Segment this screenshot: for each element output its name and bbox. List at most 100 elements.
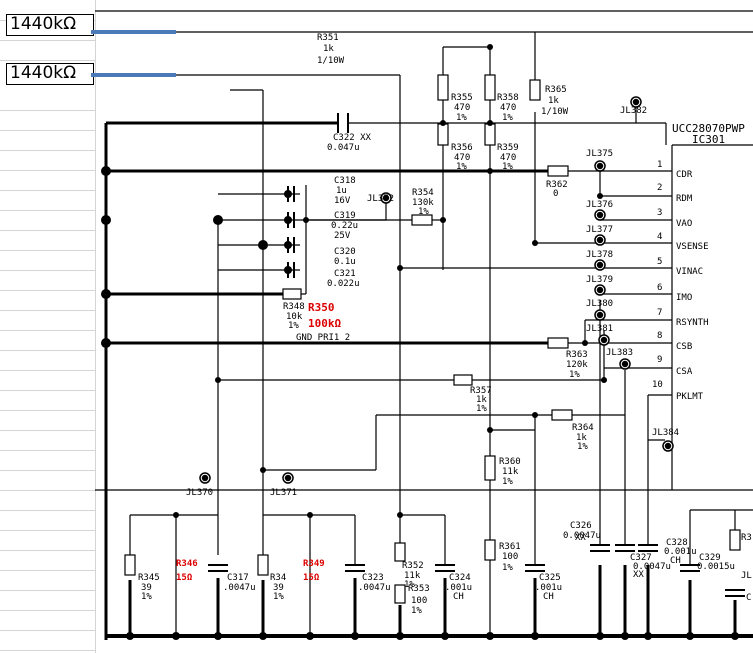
component-label: R365: [545, 85, 567, 95]
component-label: XX: [575, 533, 586, 543]
ic-pin-number: 6: [657, 283, 662, 293]
component-label: C323: [362, 573, 384, 583]
resistor-r360: [484, 455, 496, 481]
grid-line: [0, 630, 95, 631]
capacitor-plates: [208, 113, 745, 597]
component-label: 0.0047u: [633, 562, 671, 572]
component-label: 1%: [502, 162, 513, 172]
annotation-label: 100kΩ: [308, 317, 341, 330]
jumper-label: JL378: [586, 250, 613, 260]
grid-line: [0, 490, 95, 491]
component-label: C322 XX: [333, 133, 372, 143]
grid-line: [0, 190, 95, 191]
component-label: 1k: [476, 395, 487, 405]
component-label: 11k: [404, 571, 421, 581]
component-label: R361: [499, 542, 521, 552]
component-label: CH: [543, 592, 554, 602]
ic-pin-number: 1: [657, 160, 662, 170]
component-label: R354: [412, 188, 434, 198]
component-label: 1%: [502, 563, 513, 573]
component-label: 470: [500, 153, 516, 163]
component-label: 1%: [502, 113, 513, 123]
component-label: .0047u: [223, 583, 256, 593]
component-label: 1%: [577, 442, 588, 452]
component-label: 1k: [576, 433, 587, 443]
grid-line: [0, 510, 95, 511]
junction-dots: [101, 44, 739, 640]
ic-ref-label: IC301: [692, 133, 725, 146]
ic-pin-number: 4: [657, 232, 662, 242]
jumper-label: JL371: [270, 488, 297, 498]
component-label: R363: [566, 350, 588, 360]
jumper-test-points: [199, 96, 674, 484]
component-label: C327: [630, 553, 652, 563]
annotation-label: R346: [176, 559, 198, 569]
component-label: R359: [497, 143, 519, 153]
red-annotations: R350 100kΩ R346 15Ω R349 15Ω: [176, 301, 341, 583]
grid-line: [0, 570, 95, 571]
ic-pin-number: 9: [657, 355, 662, 365]
ic-part-label: UCC28070PWP: [672, 122, 745, 135]
ic-pin-number: 5: [657, 257, 662, 267]
component-label: R355: [451, 93, 473, 103]
component-label: 1%: [418, 207, 429, 217]
component-label: 1%: [141, 592, 152, 602]
grid-line: [95, 0, 96, 653]
component-label: 100: [411, 596, 427, 606]
component-label: 1%: [502, 477, 513, 487]
resistor-r356: [437, 123, 449, 146]
spreadsheet-cell-label[interactable]: 1440kΩ: [6, 14, 94, 36]
component-label: R356: [451, 143, 473, 153]
component-label: 0.1u: [334, 257, 356, 267]
component-label: 100: [502, 552, 518, 562]
grid-line: [0, 410, 95, 411]
component-label: XX: [633, 570, 644, 580]
resistor-r365: [529, 79, 541, 101]
grid-line: [0, 60, 95, 61]
component-label: C324: [449, 573, 471, 583]
component-label: R348: [283, 302, 305, 312]
jumper-label: JL377: [586, 225, 613, 235]
component-label: 0.022u: [327, 279, 360, 289]
grid-line: [0, 270, 95, 271]
component-label: R360: [499, 457, 521, 467]
component-label: C319: [334, 211, 356, 221]
component-label: C320: [334, 247, 356, 257]
ic-pins: 1 CDR 2 RDM 3 VAO 4 VSENSE 5 VINAC 6 IMO…: [652, 160, 709, 402]
component-label: R353: [408, 584, 430, 594]
resistor-r364: [551, 409, 573, 421]
jumper-label: JL379: [586, 275, 613, 285]
component-label: 39: [141, 583, 152, 593]
jumper-labels: JL382 JL375 JL376 JL377 JL378 JL379 JL38…: [186, 106, 679, 498]
component-label: 1%: [569, 370, 580, 380]
component-label: 1%: [411, 606, 422, 616]
component-label: 1u: [336, 186, 347, 196]
component-label: 470: [500, 103, 516, 113]
grid-line: [0, 430, 95, 431]
component-label: CH: [670, 556, 681, 566]
component-label: 470: [454, 103, 470, 113]
grid-line: [0, 250, 95, 251]
resistor-r345: [124, 554, 136, 576]
grid-line: [0, 290, 95, 291]
grid-line: [0, 210, 95, 211]
component-label: C318: [334, 176, 356, 186]
component-label: 1/10W: [317, 56, 345, 66]
annotation-label: R350: [308, 301, 335, 314]
component-label: 1k: [548, 96, 559, 106]
component-label: R352: [402, 561, 424, 571]
annotation-label: R349: [303, 559, 325, 569]
component-label: 0: [553, 189, 558, 199]
ic-pin-name: IMO: [676, 293, 692, 303]
resistor-r359: [484, 123, 496, 146]
grid-line: [0, 230, 95, 231]
resistor-r358: [484, 74, 496, 101]
grid-line: [0, 330, 95, 331]
jumper-label: JL383: [606, 348, 633, 358]
ic-pin-name: CDR: [676, 170, 693, 180]
component-label: 10k: [286, 312, 303, 322]
component-label: C328: [666, 538, 688, 548]
grid-line: [0, 530, 95, 531]
ic-pin-name: VAO: [676, 219, 692, 229]
